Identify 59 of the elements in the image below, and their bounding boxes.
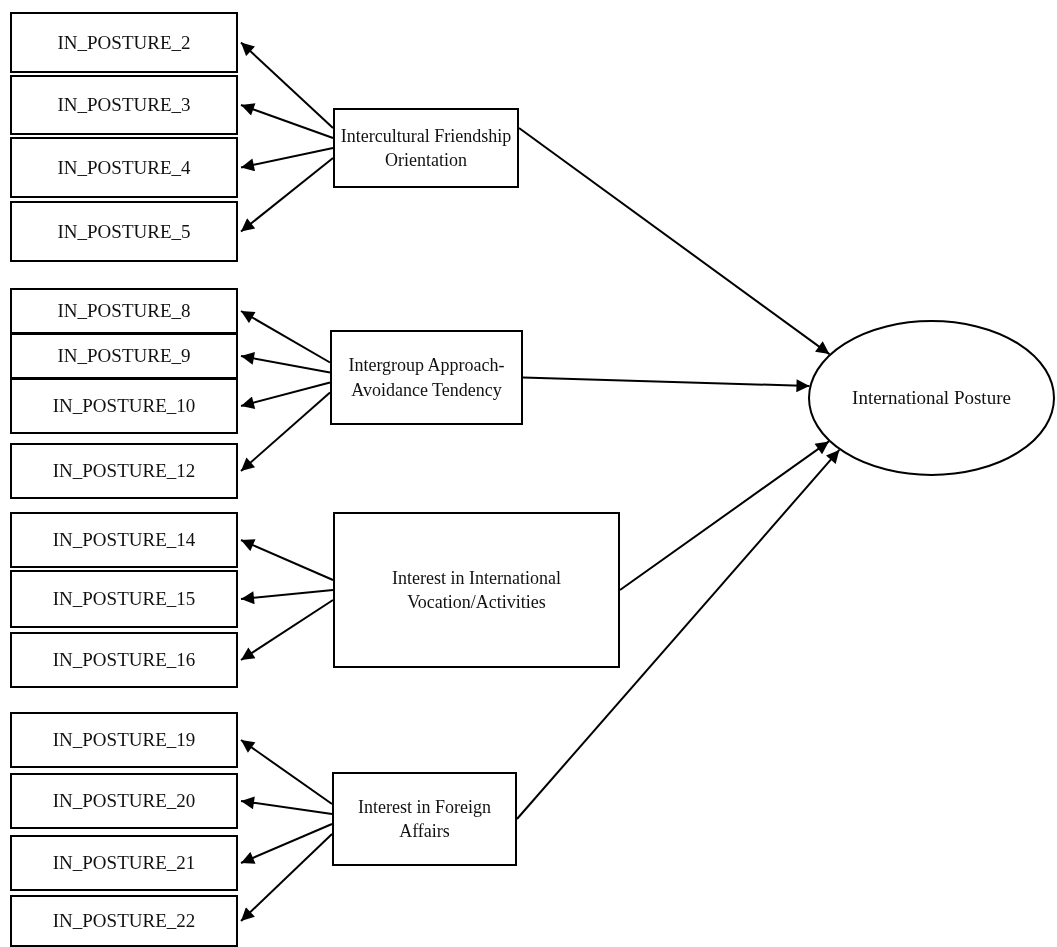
item-label: IN_POSTURE_20 bbox=[51, 789, 197, 814]
arrow bbox=[240, 147, 334, 172]
item-label: IN_POSTURE_22 bbox=[51, 909, 197, 934]
arrow bbox=[240, 589, 334, 605]
item-label: IN_POSTURE_15 bbox=[51, 587, 197, 612]
arrow bbox=[240, 796, 333, 815]
node-label: Intercultural Friendship Orientation bbox=[339, 124, 513, 172]
arrow bbox=[240, 381, 331, 409]
arrow bbox=[240, 41, 334, 129]
arrow bbox=[240, 391, 331, 472]
arrow bbox=[240, 599, 334, 661]
indicator-box bbox=[10, 512, 238, 568]
factor-box bbox=[330, 330, 523, 425]
indicator-box bbox=[10, 773, 238, 829]
item-label: IN_POSTURE_9 bbox=[56, 344, 192, 369]
node-label: Interest in Foreign Affairs bbox=[357, 795, 492, 843]
arrow bbox=[240, 157, 334, 233]
item-label: IN_POSTURE_19 bbox=[51, 728, 197, 753]
factor-box bbox=[333, 108, 519, 188]
arrow bbox=[240, 310, 331, 364]
item-label: IN_POSTURE_14 bbox=[51, 528, 197, 553]
indicator-box bbox=[10, 12, 238, 73]
item-label: IN_POSTURE_4 bbox=[56, 155, 192, 180]
indicator-box bbox=[10, 137, 238, 198]
item-label: IN_POSTURE_16 bbox=[51, 648, 197, 673]
indicator-box bbox=[10, 632, 238, 688]
arrow bbox=[522, 376, 811, 393]
item-label: IN_POSTURE_8 bbox=[56, 299, 192, 324]
node-label: Intergroup Approach-Avoidance Tendency bbox=[347, 354, 506, 402]
arrow bbox=[619, 440, 830, 591]
item-label: IN_POSTURE_3 bbox=[56, 93, 192, 118]
arrow bbox=[240, 103, 334, 139]
indicator-box bbox=[10, 75, 238, 135]
latent-variable-ellipse bbox=[808, 320, 1055, 476]
node-label: International Posture bbox=[851, 386, 1012, 411]
indicator-box bbox=[10, 895, 238, 947]
indicator-box bbox=[10, 570, 238, 628]
indicator-box bbox=[10, 201, 238, 262]
indicator-box bbox=[10, 288, 238, 334]
arrow bbox=[240, 352, 331, 374]
item-label: IN_POSTURE_10 bbox=[51, 394, 197, 419]
indicator-box bbox=[10, 333, 238, 379]
item-label: IN_POSTURE_5 bbox=[56, 219, 192, 244]
indicator-box bbox=[10, 835, 238, 891]
indicator-box bbox=[10, 712, 238, 768]
node-label: Interest in International Vocation/Activities bbox=[391, 566, 562, 614]
item-label: IN_POSTURE_2 bbox=[56, 30, 192, 55]
arrow bbox=[518, 127, 831, 356]
arrow bbox=[240, 539, 334, 581]
arrow bbox=[240, 833, 333, 922]
item-label: IN_POSTURE_21 bbox=[51, 851, 197, 876]
indicator-box bbox=[10, 443, 238, 499]
arrow bbox=[240, 823, 333, 864]
factor-box bbox=[333, 512, 620, 668]
indicator-box bbox=[10, 378, 238, 434]
arrow bbox=[240, 739, 333, 805]
item-label: IN_POSTURE_12 bbox=[51, 459, 197, 484]
arrow bbox=[516, 448, 841, 820]
factor-box bbox=[332, 772, 517, 866]
